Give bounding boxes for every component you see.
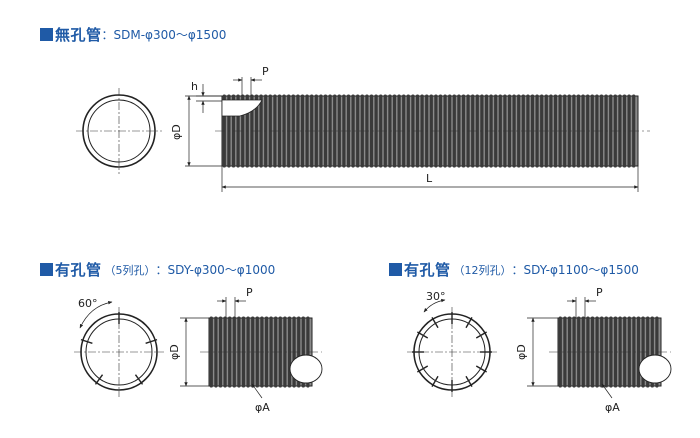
section3-pipe-side-view	[549, 316, 672, 388]
corrugation-rib	[314, 94, 318, 168]
section3-cross-section: 30°	[407, 290, 497, 397]
corrugation-rib	[530, 94, 535, 168]
corrugation-rib	[613, 316, 618, 388]
corrugation-rib	[283, 316, 287, 388]
heading-title: 無孔管	[55, 26, 102, 44]
corrugation-rib	[319, 94, 323, 168]
section2-pipe-side-view	[200, 316, 323, 388]
corrugation-rib	[392, 94, 397, 168]
corrugation-rib	[563, 316, 567, 388]
perforation-hole	[431, 317, 439, 329]
corrugation-rib	[282, 94, 286, 168]
corrugation-rib	[572, 94, 576, 168]
corrugation-rib	[337, 94, 341, 168]
heading-square-icon	[40, 28, 53, 41]
corrugation-rib	[251, 316, 255, 388]
corrugation-rib	[351, 94, 355, 168]
heading-spec: ：SDM-φ300～φ1500	[101, 28, 227, 42]
corrugation-rib	[214, 316, 218, 388]
section2-dimensions: P φD φA	[168, 286, 270, 414]
heading-spec: ：SDY-φ300～φ1000	[155, 263, 276, 277]
diameter-d-label: φD	[168, 344, 181, 360]
perforation-hole	[431, 375, 439, 387]
angle-label: 30°	[426, 290, 446, 303]
corrugation-rib	[333, 94, 337, 168]
perforation-hole	[475, 365, 487, 373]
heading-non-perforated: 無孔管 ：SDM-φ300～φ1500	[40, 24, 226, 45]
p-label: P	[596, 286, 603, 299]
heading-note: （12列孔）	[453, 263, 512, 277]
corrugation-rib	[494, 94, 498, 168]
corrugation-rib	[512, 94, 516, 168]
heading-note: （5列孔）	[104, 263, 156, 277]
p-label: P	[262, 65, 269, 78]
perforation-hole	[465, 375, 473, 387]
perforation-hole	[145, 338, 158, 345]
corrugation-rib	[517, 94, 521, 168]
perforation-hole	[80, 338, 93, 345]
section1-cross-section	[76, 88, 162, 174]
diameter-d-label: φD	[170, 124, 183, 140]
corrugation-rib	[590, 94, 594, 168]
corrugation-rib	[535, 94, 539, 168]
corrugation-rib	[618, 316, 622, 388]
corrugation-rib	[277, 94, 282, 168]
corrugation-rib	[600, 316, 604, 388]
corrugation-rib	[356, 94, 360, 168]
corrugation-rib	[269, 316, 273, 388]
heading-title: 有孔管	[55, 261, 102, 279]
perforation-hole	[94, 374, 104, 385]
corrugation-rib	[498, 94, 502, 168]
diameter-d-label: φD	[515, 344, 528, 360]
corrugation-rib	[577, 316, 581, 388]
corrugation-rib	[553, 94, 558, 168]
corrugation-rib	[609, 94, 613, 168]
hole-diameter-a-label: φA	[255, 401, 270, 414]
corrugation-rib	[581, 316, 585, 388]
section2-cross-section: 60°	[74, 297, 164, 397]
section1-pipe-side-view	[215, 94, 650, 168]
corrugation-rib	[246, 316, 250, 388]
perforation-hole	[417, 331, 429, 339]
perforation-hole	[465, 317, 473, 329]
section1-dimensions: h P φD L	[170, 65, 639, 192]
perforation-hole	[475, 331, 487, 339]
corrugation-rib	[586, 94, 590, 168]
section3-dimensions: P φD φA	[515, 286, 620, 414]
heading-square-icon	[40, 263, 53, 276]
p-label: P	[246, 286, 253, 299]
corrugation-rib	[595, 316, 599, 388]
angle-label: 60°	[78, 297, 98, 310]
heading-perforated-5: 有孔管 （5列孔） ：SDY-φ300～φ1000	[40, 259, 275, 280]
corrugation-rib	[209, 316, 213, 388]
corrugation-rib	[558, 316, 562, 388]
corrugation-rib	[388, 94, 392, 168]
heading-spec: ：SDY-φ1100～φ1500	[511, 263, 639, 277]
corrugation-rib	[369, 94, 374, 168]
length-l-label: L	[426, 172, 433, 185]
corrugation-rib	[475, 94, 479, 168]
heading-title: 有孔管	[404, 261, 451, 279]
corrugation-rib	[232, 316, 236, 388]
corrugation-rib	[567, 94, 571, 168]
corrugation-rib	[296, 94, 300, 168]
perforation-hole	[417, 365, 429, 373]
corrugation-rib	[632, 316, 636, 388]
corrugation-rib	[228, 316, 232, 388]
hole-diameter-a-label: φA	[605, 401, 620, 414]
heading-square-icon	[389, 263, 402, 276]
corrugation-rib	[264, 316, 269, 388]
corrugation-rib	[300, 94, 305, 168]
corrugation-rib	[374, 94, 378, 168]
h-label: h	[191, 80, 198, 93]
perforation-hole	[134, 374, 144, 385]
corrugation-rib	[549, 94, 553, 168]
heading-perforated-12: 有孔管 （12列孔） ：SDY-φ1100～φ1500	[389, 259, 639, 280]
corrugation-rib	[259, 94, 263, 168]
corrugation-rib	[411, 94, 415, 168]
